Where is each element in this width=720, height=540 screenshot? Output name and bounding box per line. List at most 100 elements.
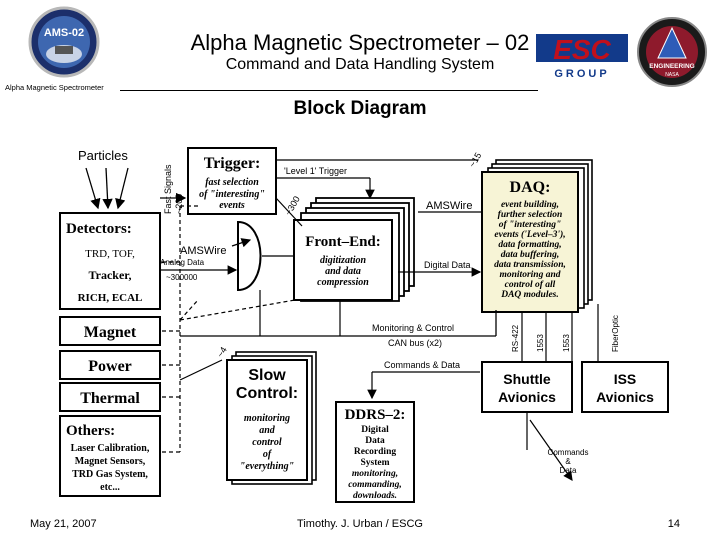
slow-control-line: "everything"	[240, 461, 294, 472]
daq-line: events ('Level–3'),	[494, 229, 565, 240]
front-end-line: compression	[317, 277, 369, 288]
control-bus-dashed	[160, 205, 296, 453]
slow-control-line: and	[259, 425, 276, 436]
thermal-box	[59, 382, 161, 412]
daq-line: data buffering,	[501, 250, 559, 260]
thermal-label: Thermal	[80, 390, 140, 407]
detectors-title: Detectors:	[66, 221, 132, 237]
multiplexer-shape	[237, 220, 262, 292]
level1-trigger-label: 'Level 1' Trigger	[284, 166, 347, 176]
engineering-logo-text: ENGINEERING	[649, 63, 695, 70]
trigger-line: events	[219, 200, 245, 211]
front-end-line: and data	[325, 266, 361, 277]
detectors-box	[59, 212, 161, 310]
shuttle-avionics-label: Avionics	[498, 389, 556, 405]
front-end-line: digitization	[320, 255, 367, 266]
analog-count: ~300000	[166, 273, 198, 282]
can-bus-label: CAN bus (x2)	[388, 338, 442, 348]
iss-avionics-box	[581, 361, 669, 413]
others-line: Laser Calibration,	[71, 443, 150, 454]
slow-control-count: ~4	[215, 345, 229, 359]
daq-line: event building,	[501, 200, 559, 210]
others-line: etc...	[100, 482, 120, 493]
magnet-label: Magnet	[84, 324, 137, 341]
commands-out-label: Data	[560, 466, 577, 475]
escg-logo-text: ESC	[553, 34, 611, 65]
slide-subtitle: Command and Data Handling System	[225, 56, 495, 73]
daq-line: of "interesting"	[499, 220, 562, 230]
amswire-mid-label: AMSWire	[180, 245, 226, 257]
daq-line: DAQ modules.	[500, 290, 559, 300]
ddrs-line: System	[360, 458, 389, 468]
ddrs-line: commanding,	[348, 480, 402, 490]
footer-date: May 21, 2007	[30, 518, 97, 530]
slow-control-title: Slow	[248, 367, 286, 384]
monitoring-control-label: Monitoring & Control	[372, 323, 454, 333]
slide-title: Alpha Magnetic Spectrometer – 02	[190, 30, 530, 55]
commands-out-arrow	[529, 419, 573, 481]
slow-control-title: Control:	[236, 385, 298, 402]
ddrs-line: Data	[365, 436, 385, 446]
daq-title: DAQ:	[510, 179, 551, 196]
amswire-top-label: AMSWire	[426, 200, 472, 212]
header-rule	[120, 90, 538, 91]
shuttle-avionics-box	[481, 361, 573, 413]
ddrs-box	[335, 401, 415, 503]
block-diagram-heading: Block Diagram	[293, 98, 427, 119]
slow-control-bus-link	[179, 359, 223, 381]
front-end-title: Front–End:	[305, 234, 381, 250]
slow-control-line: monitoring	[244, 413, 290, 424]
escg-logo-subtext: GROUP	[554, 68, 609, 80]
others-line: TRD Gas System,	[72, 469, 148, 480]
others-line: Magnet Sensors,	[75, 456, 146, 467]
link-1553-label: 1553	[536, 334, 545, 352]
particle-arrow	[85, 167, 101, 210]
daq-line: data formatting,	[498, 240, 561, 250]
power-box	[59, 350, 161, 380]
digital-data-label: Digital Data	[424, 260, 471, 270]
fast-signals-label: Fast Signals	[163, 164, 173, 214]
rs422-label: RS-422	[511, 324, 520, 352]
engineering-logo: ENGINEERING NASA	[636, 16, 708, 88]
commands-out-label: &	[565, 457, 571, 466]
slow-control-line: of	[263, 449, 273, 460]
daq-line: data transmission,	[494, 260, 566, 270]
detectors-line: Tracker,	[89, 268, 132, 282]
daq-line: further selection	[498, 210, 563, 220]
trigger-line: fast selection	[205, 177, 259, 188]
ddrs-line: Recording	[354, 447, 396, 457]
iss-avionics-label: Avionics	[596, 389, 654, 405]
power-label: Power	[88, 358, 132, 375]
fe-count: ~300	[283, 194, 302, 217]
escg-logo: ESC GROUP	[534, 30, 630, 82]
detectors-line: TRD, TOF,	[85, 248, 135, 260]
slow-control-line: control	[252, 437, 282, 448]
particle-arrow	[102, 167, 113, 210]
particles-label: Particles	[78, 148, 128, 163]
fiber-optic-label: FiberOptic	[611, 315, 620, 352]
footer-author: Timothy. J. Urban / ESCG	[297, 518, 423, 530]
link-1553-label: 1553	[562, 334, 571, 352]
ams-mission-logo: AMS-02	[28, 6, 100, 78]
others-box	[59, 415, 161, 497]
others-title: Others:	[66, 423, 115, 439]
analog-data-label: Analog Data	[160, 258, 205, 267]
front-end-stack	[293, 197, 415, 302]
amswire-mid-arrow	[231, 238, 252, 248]
magnet-box	[59, 316, 161, 346]
commands-out-label: Commands	[548, 448, 589, 457]
page-number: 14	[667, 518, 680, 530]
ddrs-line: Digital	[361, 425, 389, 435]
avionics-links	[521, 304, 599, 362]
slow-control-stack	[226, 351, 317, 485]
commands-data-label: Commands & Data	[384, 360, 460, 370]
trigger-fe-link	[275, 197, 303, 227]
trigger-box	[187, 147, 277, 215]
trigger-title: Trigger:	[204, 155, 261, 172]
detectors-line: RICH, ECAL	[78, 292, 143, 304]
daq-stack	[481, 159, 593, 313]
daq-line: control of all	[505, 280, 556, 290]
ddrs-line: downloads.	[353, 491, 397, 501]
engineering-logo-subtext: NASA	[665, 72, 679, 78]
ddrs-title: DDRS–2:	[345, 407, 406, 423]
